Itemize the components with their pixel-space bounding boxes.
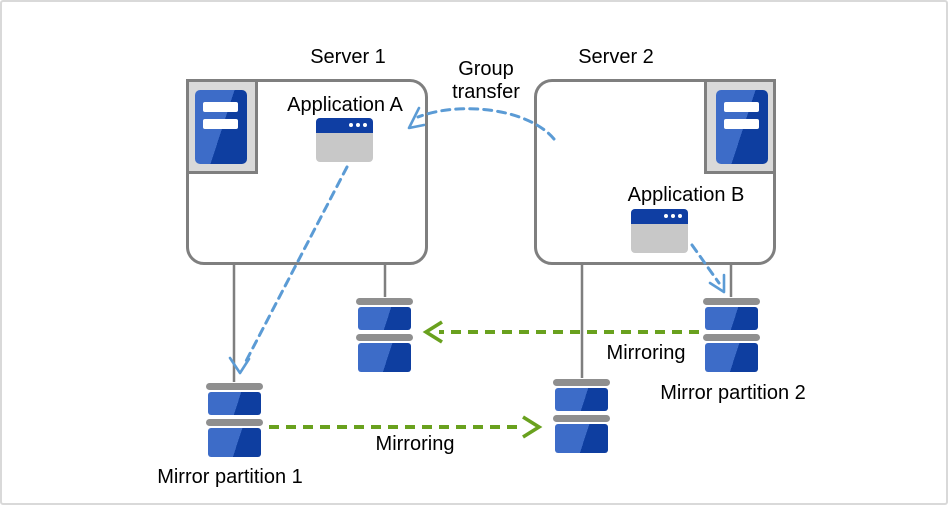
server2-label: Server 2: [578, 46, 654, 68]
disk-platter: [208, 392, 261, 415]
group-transfer-label: Group transfer: [452, 58, 520, 103]
disk-platter: [555, 424, 608, 453]
app-window-icon: [631, 209, 688, 253]
green-arrowhead-icon: [422, 320, 443, 344]
server-slot-icon: [203, 102, 238, 112]
server-tower-icon: [195, 90, 247, 164]
disk-bar: [703, 334, 760, 341]
server-slot-icon: [203, 119, 238, 129]
disk-platter: [705, 307, 758, 330]
disk-platter: [208, 428, 261, 457]
application-a-label: Application A: [287, 94, 403, 116]
server2-frame: [704, 79, 776, 174]
disk-cap: [703, 298, 760, 305]
disk-platter: [358, 307, 411, 330]
disk-cap: [356, 298, 413, 305]
server-tower-icon: [716, 90, 768, 164]
disk-bar: [553, 415, 610, 422]
disk-cap: [553, 379, 610, 386]
app-titlebar: [316, 118, 373, 133]
disk-stack-icon-server2-left: [553, 379, 610, 453]
disk-platter: [705, 343, 758, 372]
disk-stack-icon-mirror-partition-1: [206, 383, 263, 457]
mirroring-bottom-label: Mirroring: [375, 433, 455, 455]
blue-arrowhead-icon: [228, 356, 251, 375]
disk-platter: [555, 388, 608, 411]
disk-bar: [206, 419, 263, 426]
disk-stack-icon-mirror-partition-2: [703, 298, 760, 372]
app-window-icon: [316, 118, 373, 162]
mirroring-top-label: Mirroring: [606, 342, 686, 364]
disk-bar: [356, 334, 413, 341]
green-arrowhead-icon: [522, 415, 543, 439]
disk-stack-icon-server1-right: [356, 298, 413, 372]
window-dots-icon: [664, 214, 682, 218]
server-slot-icon: [724, 102, 759, 112]
disk-platter: [358, 343, 411, 372]
app-titlebar: [631, 209, 688, 224]
mirror-partition-2-label: Mirror partition 2: [660, 382, 806, 404]
server1-label: Server 1: [310, 46, 386, 68]
window-dots-icon: [349, 123, 367, 127]
server-slot-icon: [724, 119, 759, 129]
disk-cap: [206, 383, 263, 390]
blue-arrowhead-icon: [708, 273, 726, 294]
application-b-label: Application B: [627, 184, 745, 206]
server1-frame: [186, 79, 258, 174]
mirror-partition-1-label: Mirror partition 1: [157, 466, 303, 488]
